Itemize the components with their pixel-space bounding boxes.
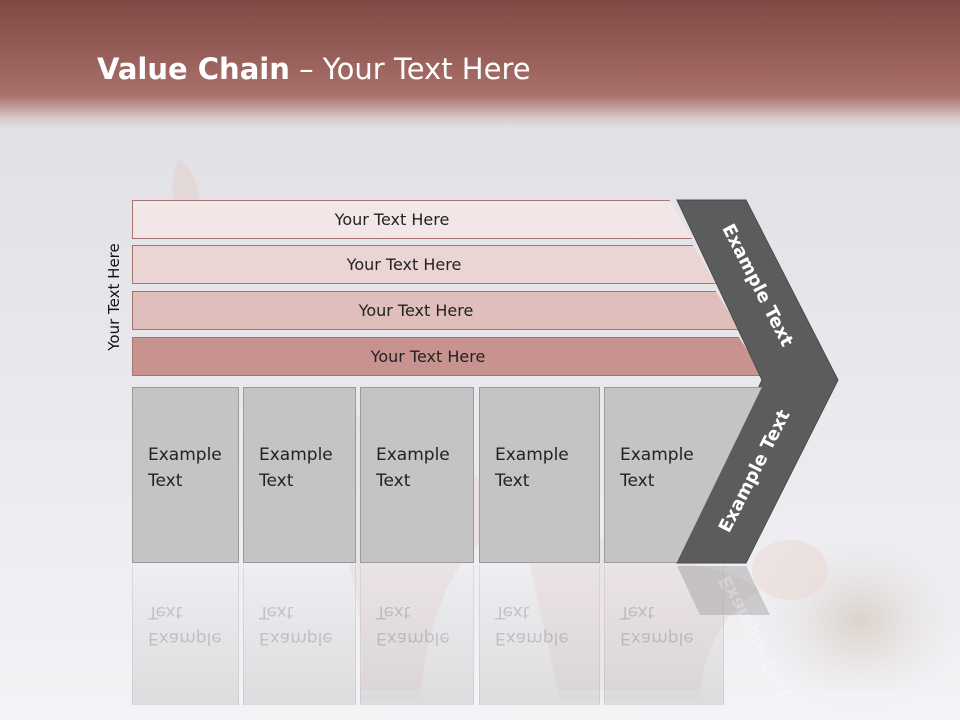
- row-3: Your Text Here: [132, 291, 740, 330]
- reflection-3-line1: Example: [376, 628, 450, 648]
- box-4-line2: Text: [495, 471, 530, 491]
- row-1-label: Your Text Here: [334, 210, 450, 229]
- example-box-1: Example Text: [132, 387, 239, 563]
- row-2-label: Your Text Here: [346, 255, 462, 274]
- box-1-line1: Example: [148, 445, 222, 465]
- reflection-5-line1: Example: [620, 628, 694, 648]
- box-4-line1: Example: [495, 445, 569, 465]
- slide-title: Value Chain – Your Text Here: [97, 52, 531, 86]
- reflection-4-line2: Text: [495, 602, 530, 622]
- box-3-line2: Text: [376, 471, 411, 491]
- box-2-line2: Text: [259, 471, 294, 491]
- box-3-line1: Example: [376, 445, 450, 465]
- reflection-1-line2: Text: [148, 602, 183, 622]
- reflection-3: Example Text: [360, 565, 474, 705]
- row-2: Your Text Here: [132, 245, 716, 284]
- reflection-2-line2: Text: [259, 602, 294, 622]
- reflection-2-line1: Example: [259, 628, 333, 648]
- reflection-5-line2: Text: [620, 602, 655, 622]
- reflection-5: Example Text: [604, 565, 724, 705]
- row-3-label: Your Text Here: [358, 301, 474, 320]
- header-band: [0, 0, 960, 128]
- reflection-4: Example Text: [479, 565, 600, 705]
- reflection-1-line1: Example: [148, 628, 222, 648]
- row-4: Your Text Here: [132, 337, 764, 376]
- box-5-line2: Text: [620, 471, 655, 491]
- reflection-1: Example Text: [132, 565, 239, 705]
- reflection-2: Example Text: [243, 565, 356, 705]
- box-1-line2: Text: [148, 471, 183, 491]
- row-4-label: Your Text Here: [370, 347, 486, 366]
- box-2-line1: Example: [259, 445, 333, 465]
- title-bold: Value Chain: [97, 52, 290, 86]
- reflection-4-line1: Example: [495, 628, 569, 648]
- example-box-4: Example Text: [479, 387, 600, 563]
- example-box-2: Example Text: [243, 387, 356, 563]
- title-rest: – Your Text Here: [289, 52, 531, 86]
- example-box-3: Example Text: [360, 387, 474, 563]
- row-1: Your Text Here: [132, 200, 692, 239]
- reflection-3-line2: Text: [376, 602, 411, 622]
- box-5-line1: Example: [620, 445, 694, 465]
